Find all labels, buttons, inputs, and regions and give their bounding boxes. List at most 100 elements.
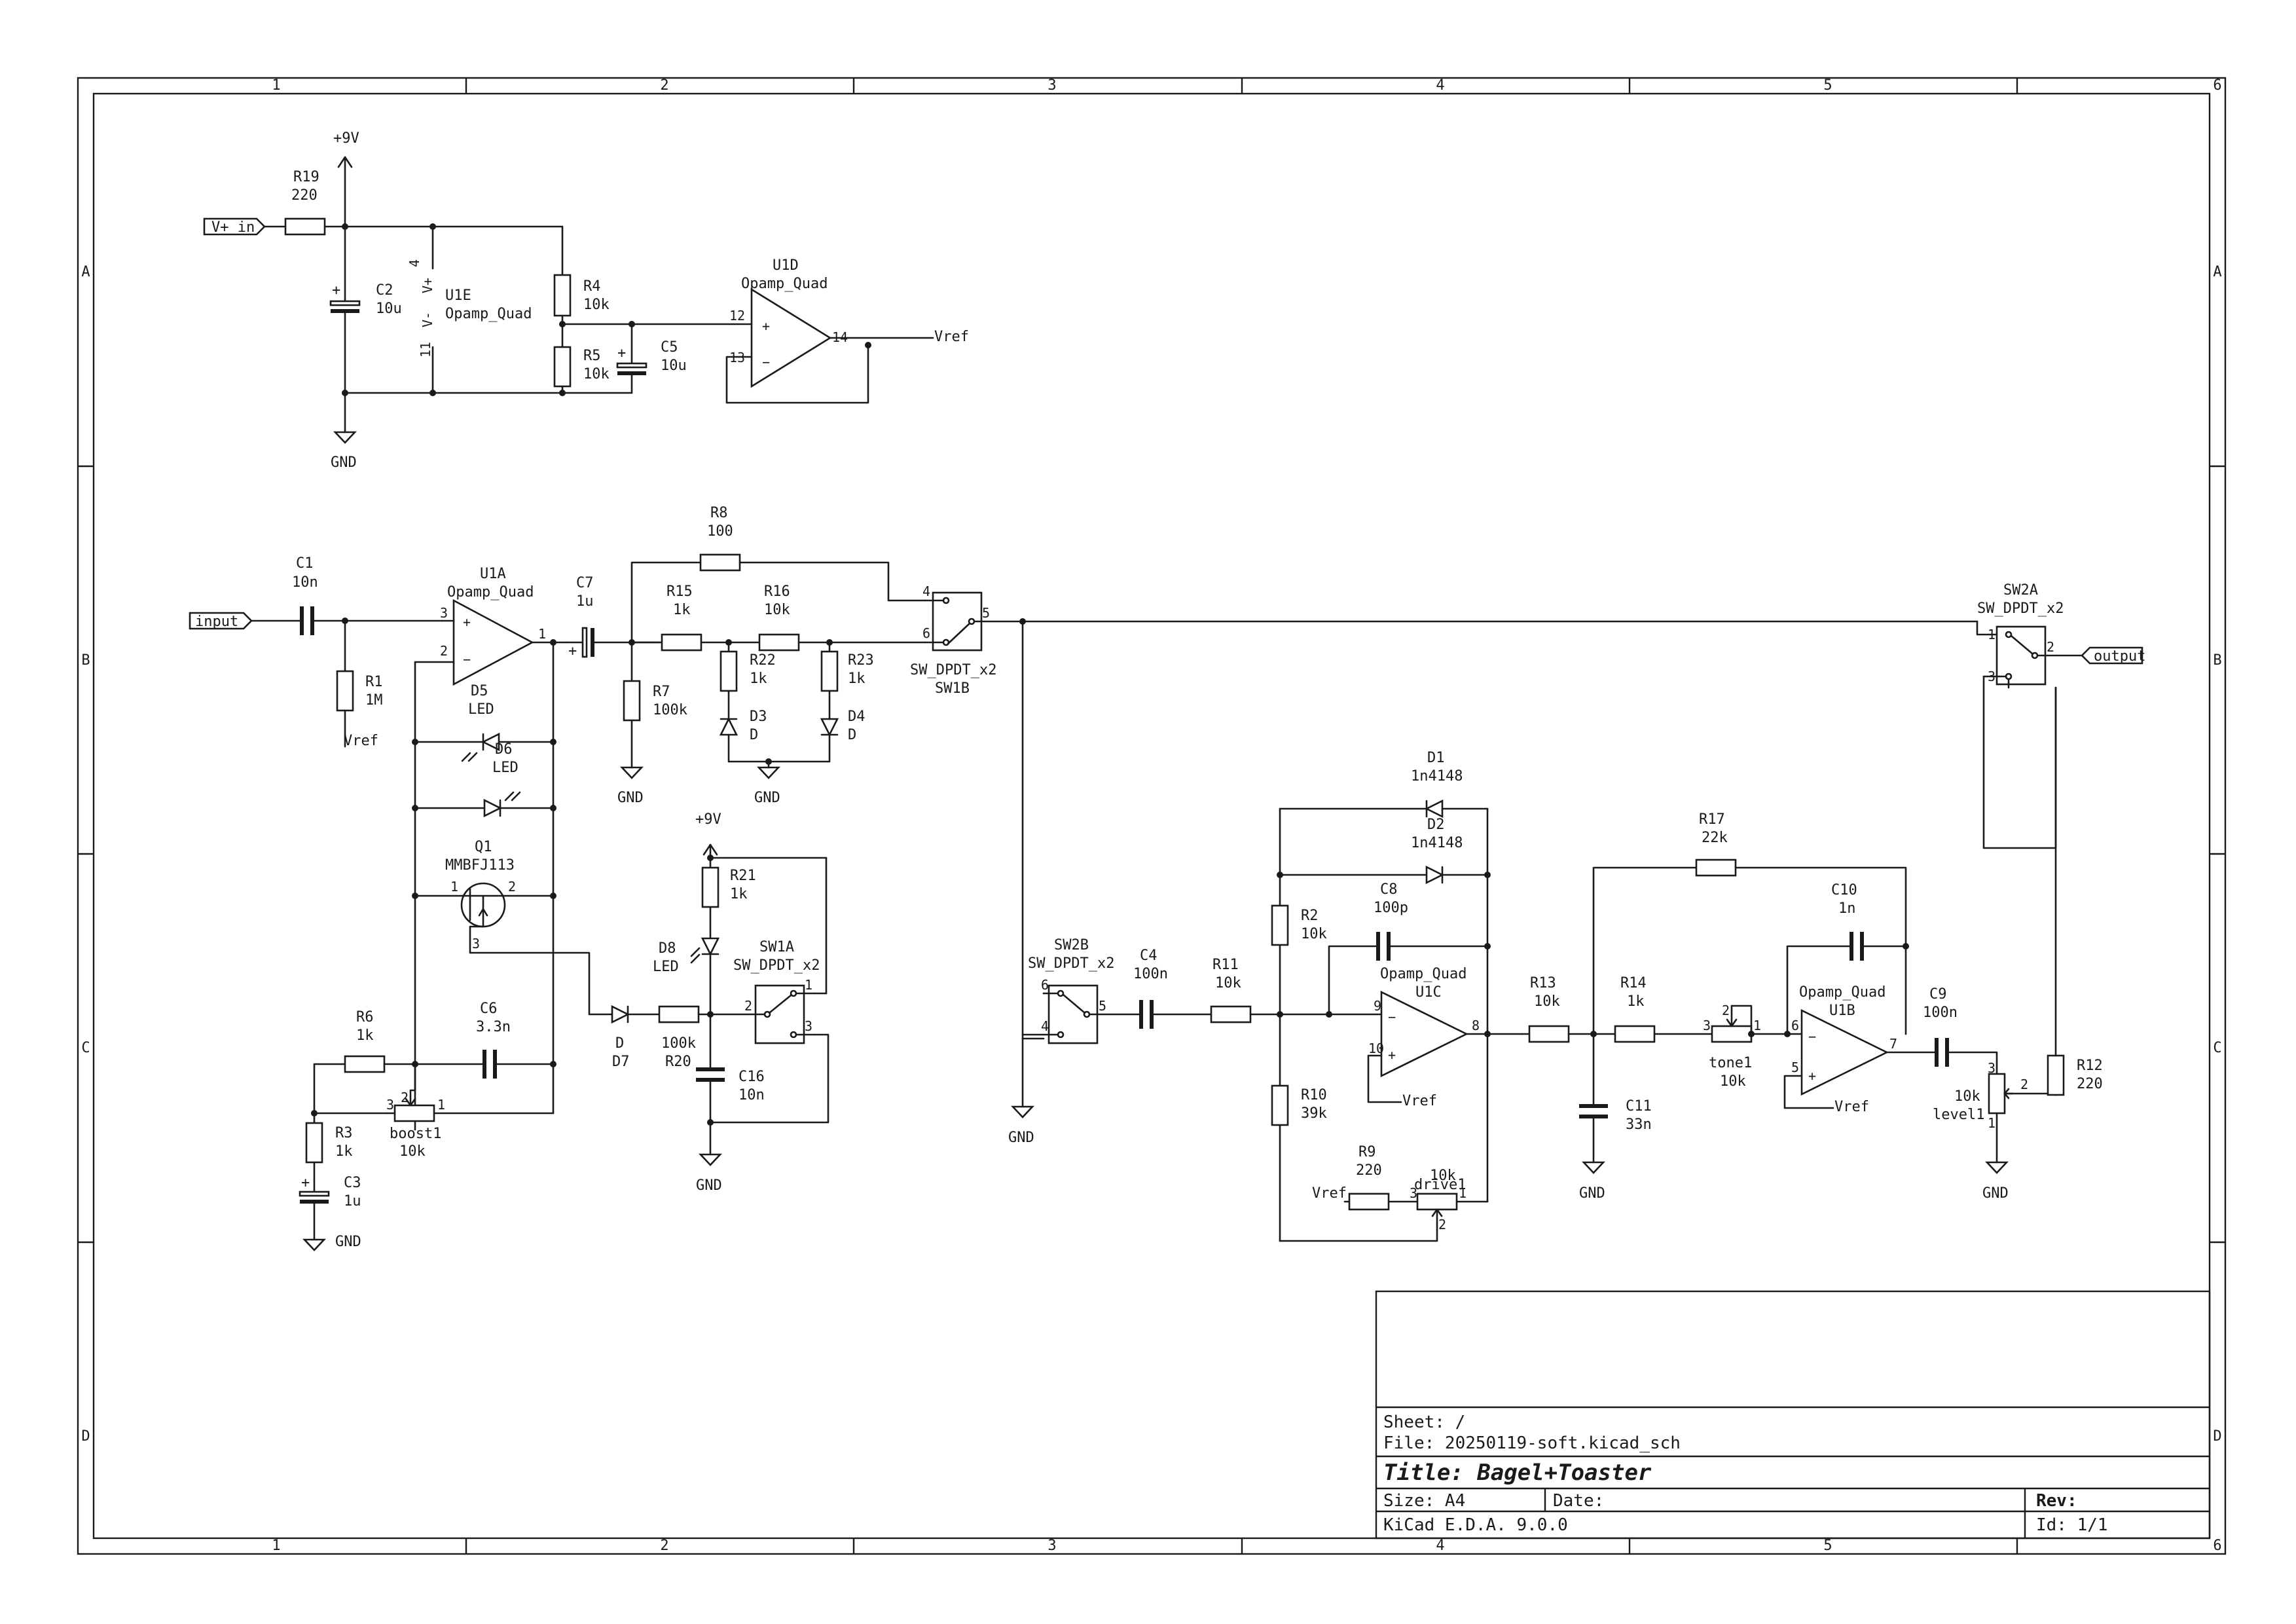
u1d-ref: U1D: [773, 257, 799, 274]
r2-value: 10k: [1301, 926, 1327, 942]
d8-diode: [701, 937, 720, 956]
c9-plate-b: [1945, 1038, 1949, 1067]
d8-light-icon: [690, 947, 701, 957]
drive-stage: 6 4 5 SW2B SW_DPDT_x2 GND C4 100n R11 10…: [1008, 750, 1523, 1242]
d1-ref: D1: [1427, 750, 1445, 766]
zone-col-2-bottom: 2: [660, 1538, 668, 1554]
boost1-value: 10k: [399, 1143, 426, 1160]
boost1-wiper-icon: [405, 1098, 416, 1107]
r3-resistor: [305, 1122, 323, 1164]
vref-label-u1b: Vref: [1834, 1099, 1869, 1115]
r8-ref: R8: [710, 505, 728, 521]
sw1a-ref: SW1A: [759, 939, 794, 955]
r7-resistor: [623, 680, 641, 722]
u1e-ref: U1E: [445, 287, 471, 304]
r8-value: 100: [707, 523, 733, 540]
u1c-ref: U1C: [1415, 984, 1442, 1001]
svg-text:10: 10: [1368, 1041, 1384, 1056]
svg-text:2: 2: [744, 998, 752, 1014]
output-label-text: output: [2094, 648, 2145, 665]
r4-value: 10k: [583, 297, 610, 313]
svg-text:3: 3: [1410, 1185, 1417, 1201]
d3-ref: D3: [750, 709, 767, 725]
plus9v-arrow-icon: [337, 156, 353, 168]
c11-ref: C11: [1626, 1098, 1652, 1115]
r12-resistor: [2047, 1054, 2065, 1096]
sw1a-value: SW_DPDT_x2: [733, 957, 820, 974]
svg-text:5: 5: [982, 605, 990, 621]
zone-col-5: 5: [1823, 77, 1832, 94]
power-section: V+ in R19 220 +9V + C2 10u 4 V+ V- 11 U1…: [203, 130, 969, 471]
r22-value: 1k: [750, 671, 767, 687]
c8-plate-b: [1387, 932, 1391, 961]
output-label: [2081, 646, 2143, 665]
svg-text:−: −: [1388, 1009, 1396, 1025]
c10-plate-a: [1850, 932, 1853, 961]
svg-text:3: 3: [440, 605, 448, 621]
level1-ref: level1: [1933, 1107, 1984, 1123]
r3-value: 1k: [335, 1143, 353, 1160]
r15-value: 1k: [673, 602, 691, 618]
zone-col-6-bottom: 6: [2213, 1538, 2221, 1554]
c4-value: 100n: [1133, 966, 1168, 982]
svg-text:3: 3: [472, 936, 480, 951]
c6-plate-b: [493, 1050, 497, 1079]
c7-plate-neg: [591, 628, 594, 657]
d8-value: LED: [653, 959, 679, 975]
r10-ref: R10: [1301, 1087, 1327, 1103]
c9-ref: C9: [1929, 986, 1947, 1003]
tone1-pot: [1711, 1025, 1753, 1043]
u1a-opamp: [452, 599, 534, 686]
zone-col-1: 1: [272, 77, 280, 94]
input-label-text: input: [195, 614, 238, 630]
c3-plate-neg: [300, 1200, 329, 1204]
r19-value: 220: [291, 187, 318, 204]
svg-text:3: 3: [805, 1018, 812, 1034]
r9-value: 220: [1356, 1162, 1382, 1179]
junction-dots: [311, 223, 1909, 1126]
r12-value: 220: [2077, 1076, 2103, 1092]
d4-ref: D4: [848, 709, 866, 725]
drive1-pot: [1416, 1192, 1458, 1211]
r11-resistor: [1210, 1005, 1252, 1024]
c11-value: 33n: [1626, 1116, 1652, 1133]
c16-plate-a: [696, 1067, 725, 1071]
svg-text:11: 11: [418, 342, 433, 358]
input-label: [189, 612, 253, 630]
r11-value: 10k: [1215, 975, 1241, 991]
title-block: Sheet: / File: 20250119-soft.kicad_sch T…: [1375, 1290, 2211, 1540]
svg-text:+: +: [463, 614, 471, 630]
r5-ref: R5: [583, 348, 601, 364]
r19-ref: R19: [293, 169, 319, 185]
svg-text:2: 2: [440, 643, 448, 659]
svg-text:+: +: [1388, 1047, 1396, 1063]
d4-value: D: [848, 727, 856, 743]
gnd-icon-sw2b: [1010, 1105, 1035, 1118]
svg-text:−: −: [463, 652, 471, 667]
r20-ref: R20: [665, 1054, 691, 1070]
svg-text:6: 6: [1791, 1018, 1799, 1033]
c3-ref: C3: [344, 1175, 361, 1191]
r6-ref: R6: [356, 1009, 374, 1025]
r13-resistor: [1528, 1025, 1570, 1043]
svg-text:4: 4: [1041, 1018, 1049, 1034]
r7-value: 100k: [653, 702, 687, 718]
plus9v-arrow-icon-r21: [702, 843, 718, 856]
zone-row-a-right: A: [2213, 264, 2221, 280]
r1-value: 1M: [365, 692, 383, 709]
svg-text:1: 1: [538, 626, 546, 642]
u1c-opamp: [1380, 990, 1468, 1078]
sw1b-switch[interactable]: [932, 591, 983, 652]
zone-row-b-right: B: [2213, 652, 2221, 669]
r21-resistor: [701, 866, 720, 908]
clipping-stage: + C7 1u R8 100 R7 100k GND R15 1k R16 10…: [566, 505, 1998, 1040]
r19-resistor: [284, 217, 326, 236]
c8-value: 100p: [1374, 900, 1408, 916]
level1-value: 10k: [1954, 1088, 1980, 1105]
svg-text:2: 2: [508, 879, 516, 895]
c9-value: 100n: [1923, 1005, 1958, 1021]
d2-ref: D2: [1427, 817, 1445, 833]
r16-ref: R16: [764, 583, 790, 600]
r21-ref: R21: [730, 868, 756, 884]
d1-value: 1n4148: [1411, 768, 1463, 784]
